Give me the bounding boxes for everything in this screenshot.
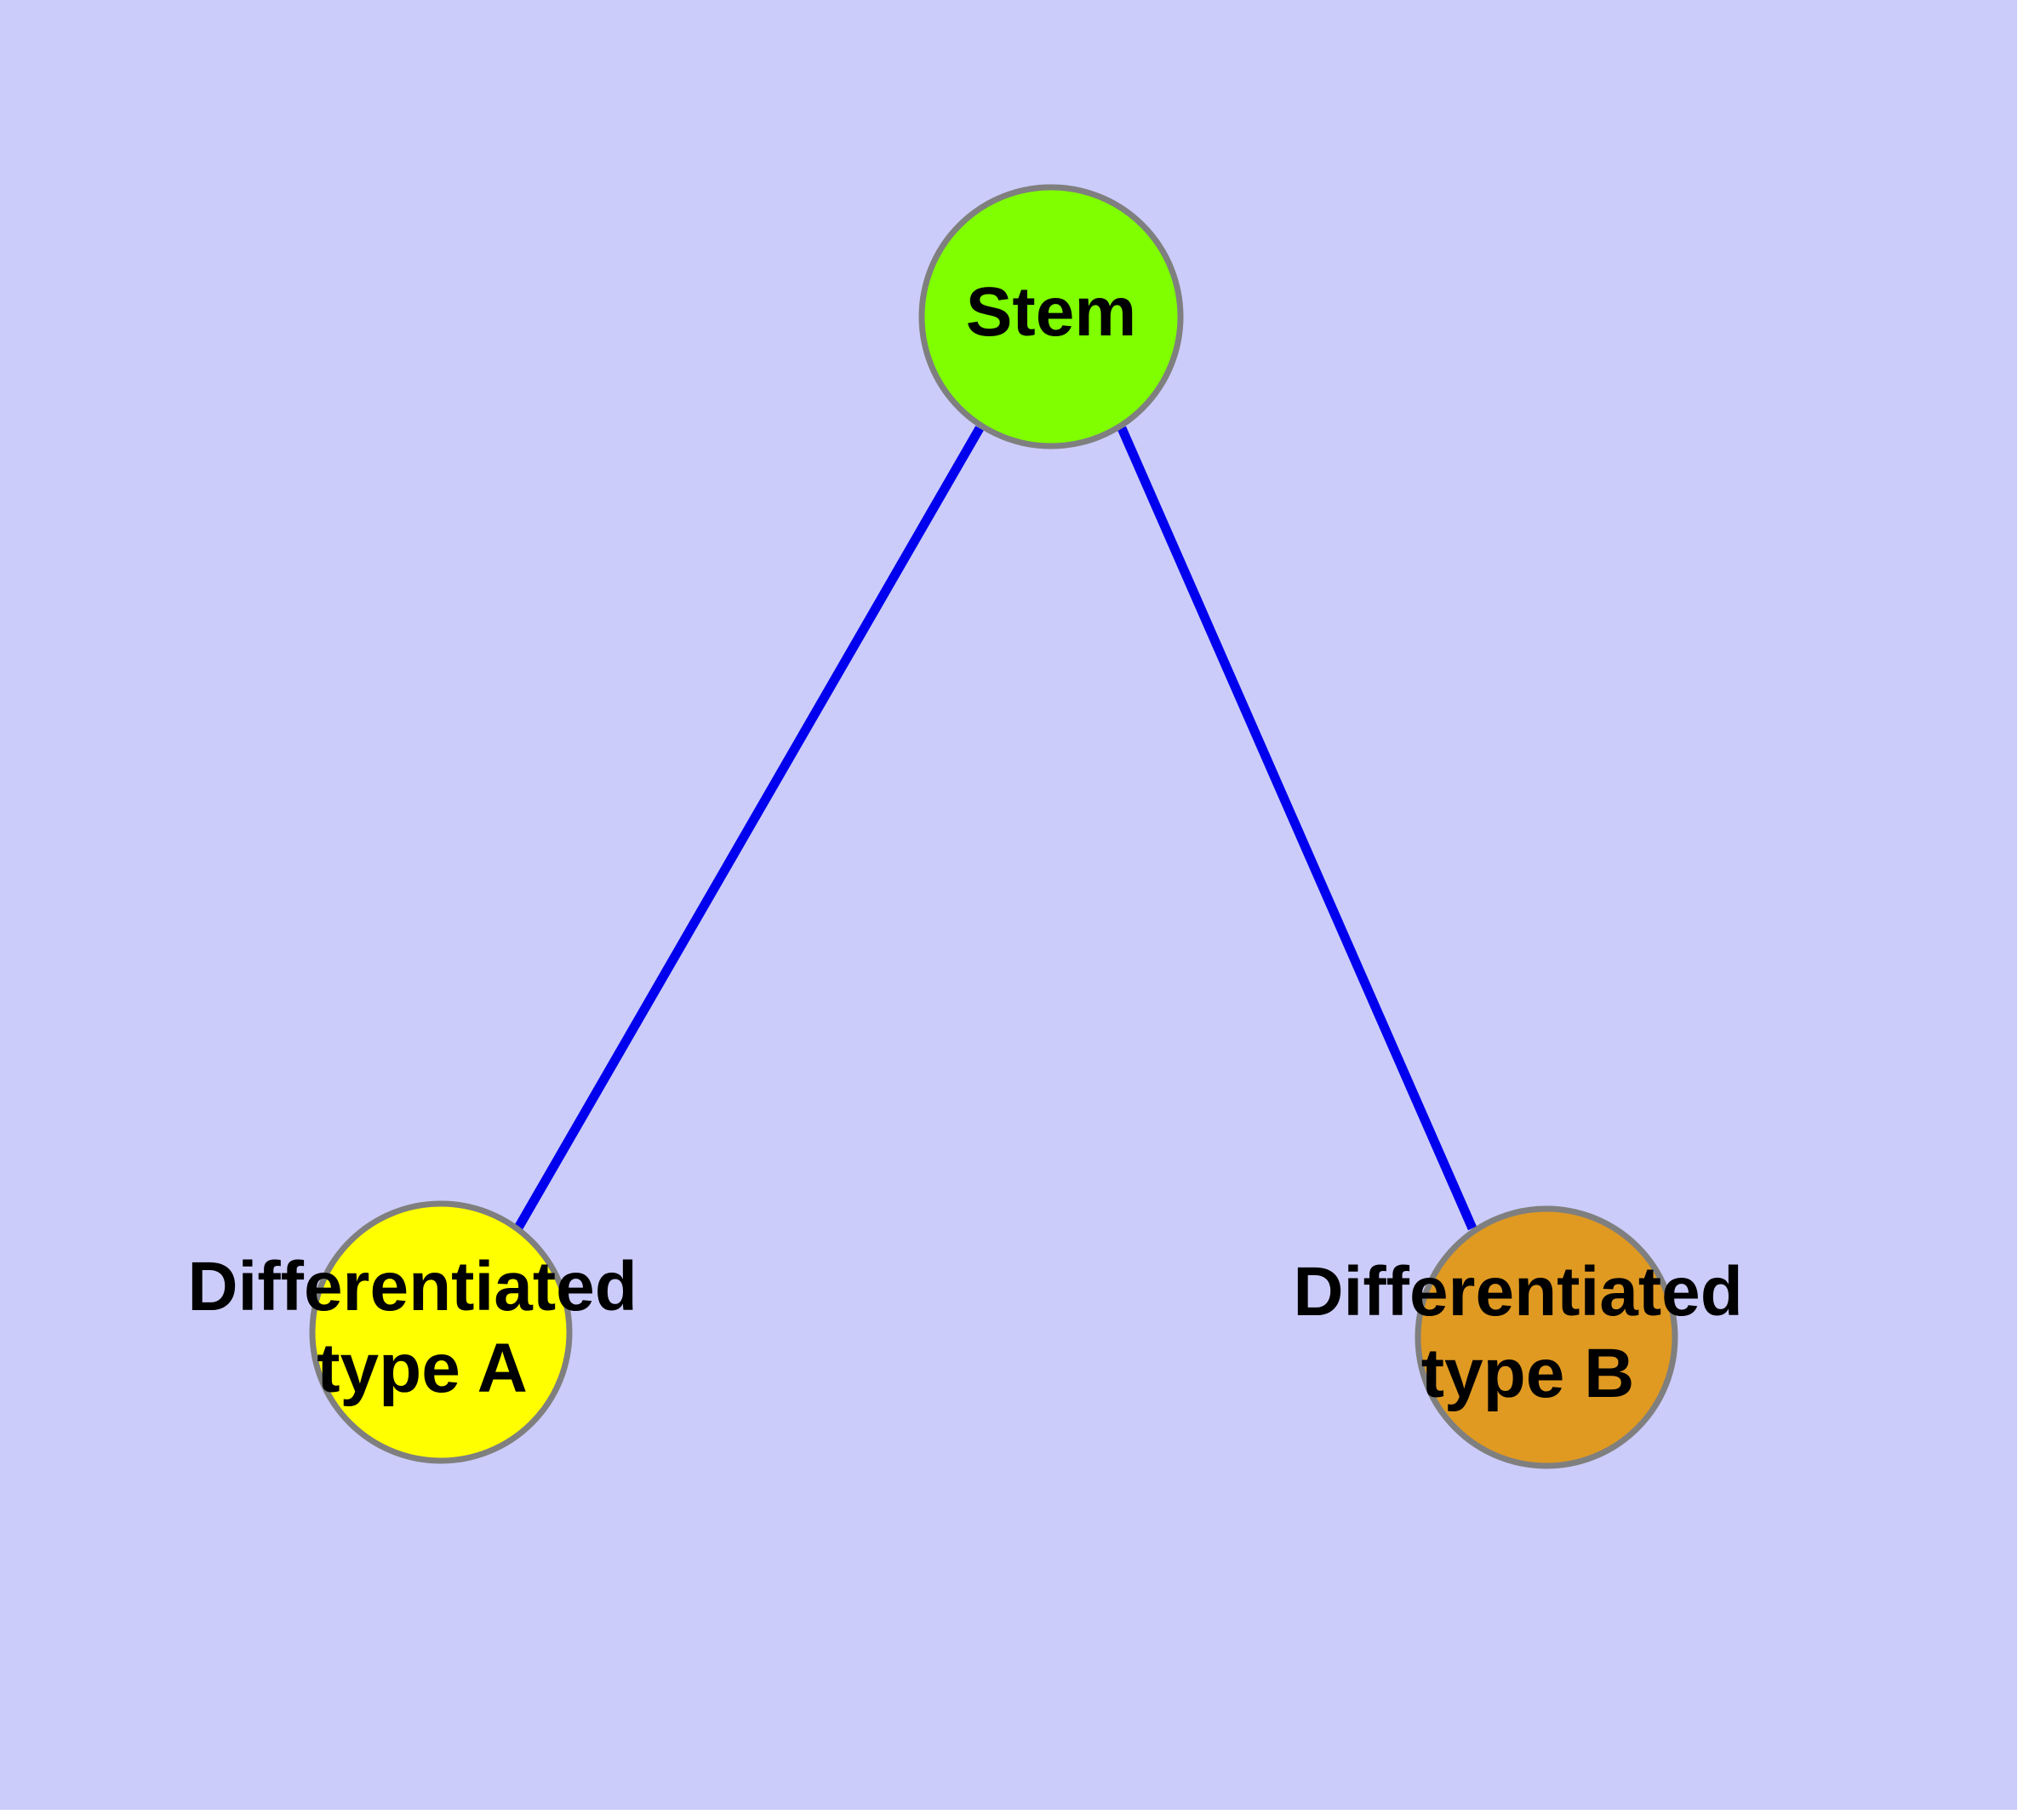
node-circle-differentiated-type-b[interactable] [1415, 1205, 1678, 1469]
labels-group: Stem Differentiated type A Differentiate… [187, 273, 1762, 1412]
edge-stem-to-differentiated-type-a[interactable] [513, 426, 984, 1232]
edge-stem-to-differentiated-type-b[interactable] [1117, 426, 1477, 1231]
node-label-differentiated-type-a: Differentiated type A [187, 1248, 656, 1407]
node-circle-stem[interactable] [918, 184, 1184, 449]
node-label-differentiated-type-b-line2: type B [1421, 1335, 1635, 1412]
node-label-differentiated-type-a-line1: Differentiated [187, 1248, 637, 1325]
node-label-differentiated-type-b-line1: Differentiated [1293, 1253, 1743, 1331]
node-circle-differentiated-type-a[interactable] [309, 1200, 573, 1464]
node-label-stem-line1: Stem [966, 273, 1137, 351]
node-label-differentiated-type-b: Differentiated type B [1293, 1253, 1762, 1412]
node-label-differentiated-type-a-line2: type A [317, 1330, 528, 1407]
nodes-group [309, 184, 1678, 1469]
edges-group [513, 426, 1477, 1232]
node-label-stem: Stem [966, 273, 1137, 351]
